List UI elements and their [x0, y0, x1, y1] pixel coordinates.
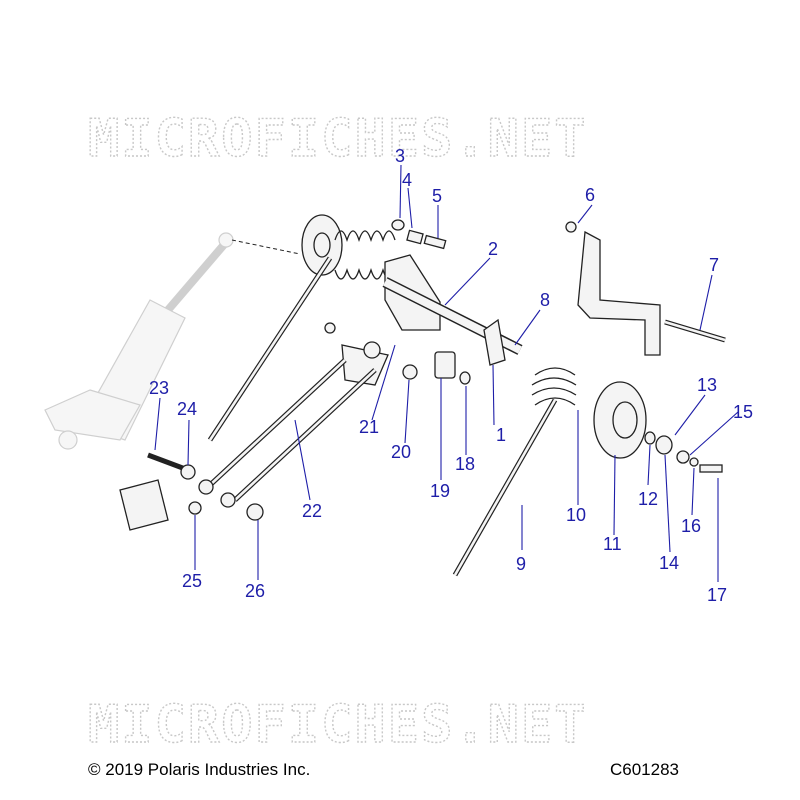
shock-absorber-ghost: [44, 232, 301, 450]
callout-4: 4: [402, 170, 412, 190]
callout-13: 13: [697, 375, 717, 395]
idler-wheel: [593, 381, 723, 473]
callout-3: 3: [395, 146, 405, 166]
callout-15: 15: [733, 402, 753, 422]
callout-12: 12: [638, 489, 658, 509]
pivot-shaft: [382, 254, 523, 366]
callout-8: 8: [540, 290, 550, 310]
callout-26: 26: [245, 581, 265, 601]
callout-11: 11: [603, 534, 622, 554]
callout-24: 24: [177, 399, 197, 419]
callout-22: 22: [302, 501, 322, 521]
callout-9: 9: [516, 554, 526, 574]
copyright-text: © 2019 Polaris Industries Inc.: [88, 760, 311, 779]
callout-10: 10: [566, 505, 586, 525]
callout-20: 20: [391, 442, 411, 462]
callout-16: 16: [681, 516, 701, 536]
callout-1: 1: [496, 425, 506, 445]
callout-labels: 1 2 3 4 5 6 7 8 9 10 11 12 13 14 15 16 1…: [149, 146, 753, 605]
callout-19: 19: [430, 481, 450, 501]
stabilizer-arm: [208, 322, 471, 502]
callout-6: 6: [585, 185, 595, 205]
callout-leaders: [154, 164, 739, 582]
hardware-3-4-5: [391, 219, 447, 250]
watermark-top: MICROFICHES.NET: [88, 109, 588, 169]
lower-hardware: [119, 452, 264, 531]
callout-18: 18: [455, 454, 475, 474]
right-bracket: [565, 221, 726, 356]
callout-17: 17: [707, 585, 727, 605]
figure-code: C601283: [610, 760, 680, 779]
left-spring-drum: [207, 214, 396, 442]
callout-5: 5: [432, 186, 442, 206]
callout-21: 21: [359, 417, 379, 437]
callout-14: 14: [659, 553, 679, 573]
watermark-bottom: MICROFICHES.NET: [88, 695, 588, 755]
right-spring: [452, 367, 577, 577]
callout-23: 23: [149, 378, 169, 398]
callout-25: 25: [182, 571, 202, 591]
callout-7: 7: [709, 255, 719, 275]
callout-2: 2: [488, 239, 498, 259]
